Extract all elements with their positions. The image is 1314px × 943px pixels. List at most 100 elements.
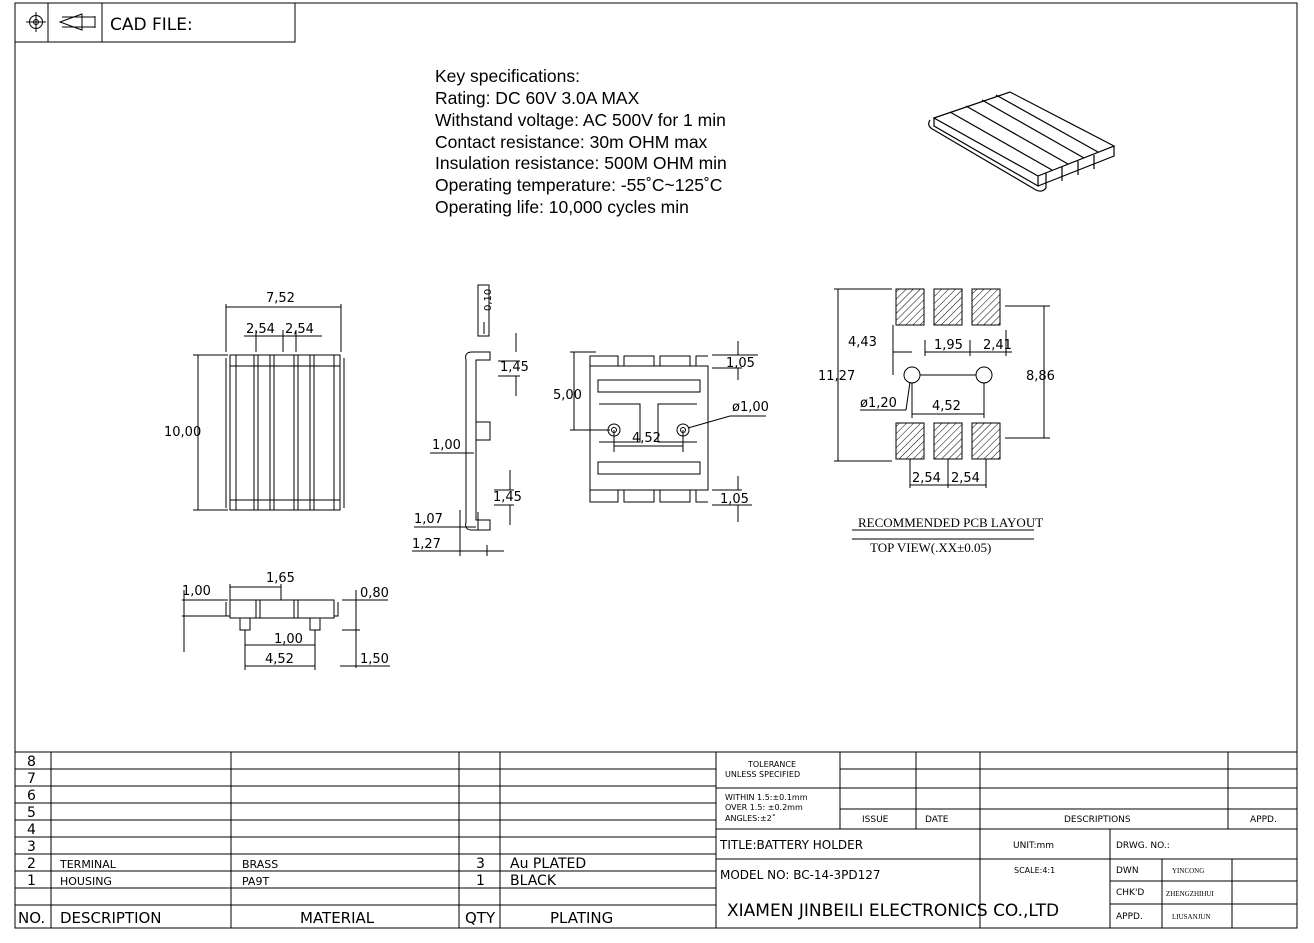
dim-label: 5,00 (553, 388, 582, 403)
dim-label: 10,00 (164, 425, 201, 440)
pcb-pad (895, 422, 925, 460)
dim-label: 4,52 (265, 652, 294, 667)
top-view: 1,05 5,00 ø1,00 4,52 1,05 (553, 341, 769, 522)
spec-line: Rating: DC 60V 3.0A MAX (435, 88, 640, 108)
pcb-caption: RECOMMENDED PCB LAYOUT (858, 515, 1043, 530)
dim-label: 1,65 (266, 571, 295, 586)
model-label: MODEL NO: BC-14-3PD127 (720, 868, 881, 882)
bottom-view: 1,65 1,00 0,80 1,00 4,52 1,50 (182, 571, 390, 670)
dim-label: 2,41 (983, 338, 1012, 353)
appd-header: APPD. (1250, 815, 1277, 825)
dim-label: 4,43 (848, 335, 877, 350)
dim-label: 0,10 (483, 289, 494, 311)
key-specifications: Key specifications: Rating: DC 60V 3.0A … (435, 66, 727, 217)
descriptions-header: DESCRIPTIONS (1064, 815, 1131, 825)
title-block: TOLERANCE UNLESS SPECIFIED WITHIN 1.5:±0… (716, 752, 1297, 928)
unit-label: UNIT:mm (1013, 841, 1054, 851)
spec-line: Contact resistance: 30m OHM max (435, 132, 708, 152)
row-description: TERMINAL (59, 858, 117, 871)
front-view: 7,52 2,54 2,54 10,00 (164, 291, 345, 511)
row-no: 2 (27, 856, 36, 872)
row-no: 6 (27, 788, 36, 804)
spec-line: Insulation resistance: 500M OHM min (435, 153, 727, 173)
header-qty: QTY (465, 909, 496, 927)
row-no: 1 (27, 873, 36, 889)
dim-label: ø1,00 (732, 400, 769, 415)
dim-label: 0,80 (360, 586, 389, 601)
appd-value: LIUSANJUN (1172, 913, 1211, 921)
dim-label: 8,86 (1026, 369, 1055, 384)
sheet-border (14, 2, 1298, 929)
row-material: PA9T (242, 875, 269, 888)
row-description: HOUSING (60, 875, 112, 888)
row-no: 8 (27, 754, 36, 770)
dim-label: 2,54 (285, 322, 314, 337)
dim-label: 11,27 (818, 369, 855, 384)
cad-file-label: CAD FILE: (110, 15, 193, 35)
chkd-value: ZHENGZHIHUI (1166, 890, 1214, 898)
row-no: 5 (27, 805, 36, 821)
cad-header: CAD FILE: (14, 2, 296, 43)
dwn-label: DWN (1116, 866, 1139, 876)
projection-symbol-icon (26, 12, 96, 32)
dim-label: 1,27 (412, 537, 441, 552)
tolerance-label: TOLERANCE (747, 760, 796, 769)
row-qty: 1 (476, 873, 485, 889)
pcb-hole (903, 366, 921, 384)
pcb-pad (895, 288, 925, 326)
pcb-layout: 4,43 1,95 2,41 11,27 8,86 ø1,20 4,52 2,5… (818, 288, 1055, 555)
header-plating: PLATING (550, 909, 613, 927)
tolerance-angles: ANGLES:±2˚ (725, 813, 776, 823)
date-header: DATE (925, 815, 949, 825)
pcb-pad (933, 422, 963, 460)
dim-label: 1,07 (414, 512, 443, 527)
scale-label: SCALE:4:1 (1014, 866, 1055, 875)
dim-label: 2,54 (246, 322, 275, 337)
dim-label: 4,52 (632, 431, 661, 446)
dim-label: ø1,20 (860, 396, 897, 411)
header-description: DESCRIPTION (60, 909, 162, 927)
dwn-value: YINCONG (1172, 867, 1204, 875)
spec-line: Withstand voltage: AC 500V for 1 min (435, 110, 726, 130)
bom-table: 8 7 6 5 4 3 2 1 TERMINAL HOUSING BRASS P… (15, 751, 1297, 928)
row-no: 7 (27, 771, 36, 787)
drwg-no-label: DRWG. NO.: (1116, 841, 1170, 851)
tolerance-over: OVER 1.5: ±0.2mm (725, 803, 803, 812)
row-plating: BLACK (510, 873, 557, 889)
pcb-hole (975, 366, 993, 384)
dim-label: 1,45 (493, 490, 522, 505)
row-no: 4 (27, 822, 36, 838)
appd-label: APPD. (1116, 912, 1143, 922)
company-name: XIAMEN JINBEILI ELECTRONICS CO.,LTD (727, 901, 1059, 921)
row-plating: Au PLATED (510, 856, 586, 872)
header-no: NO. (18, 909, 45, 927)
issue-header: ISSUE (862, 815, 889, 825)
side-view: 0,10 1,45 1,00 1,45 1,07 1,27 (412, 284, 529, 556)
dim-label: 1,00 (182, 584, 211, 599)
dim-label: 1,00 (274, 632, 303, 647)
header-material: MATERIAL (300, 909, 375, 927)
tolerance-within: WITHIN 1.5:±0.1mm (725, 793, 808, 802)
dim-label: 2,54 (912, 471, 941, 486)
dim-label: 1,50 (360, 652, 389, 667)
tolerance-label-2: UNLESS SPECIFIED (725, 770, 800, 779)
dim-label: 1,05 (726, 356, 755, 371)
dim-label: 7,52 (266, 291, 295, 306)
row-no: 3 (27, 839, 36, 855)
dim-label: 1,00 (432, 438, 461, 453)
pcb-pad (971, 422, 1001, 460)
title-label: TITLE:BATTERY HOLDER (719, 838, 863, 852)
isometric-view (928, 91, 1116, 192)
spec-line: Operating temperature: -55˚C~125˚C (435, 175, 722, 195)
dim-label: 4,52 (932, 399, 961, 414)
dim-label: 1,05 (720, 492, 749, 507)
pcb-pad (971, 288, 1001, 326)
row-material: BRASS (242, 858, 278, 871)
spec-line: Operating life: 10,000 cycles min (435, 197, 689, 217)
dim-label: 1,95 (934, 338, 963, 353)
dim-label: 2,54 (951, 471, 980, 486)
row-qty: 3 (476, 856, 485, 872)
pcb-pad (933, 288, 963, 326)
specs-title: Key specifications: (435, 66, 580, 86)
